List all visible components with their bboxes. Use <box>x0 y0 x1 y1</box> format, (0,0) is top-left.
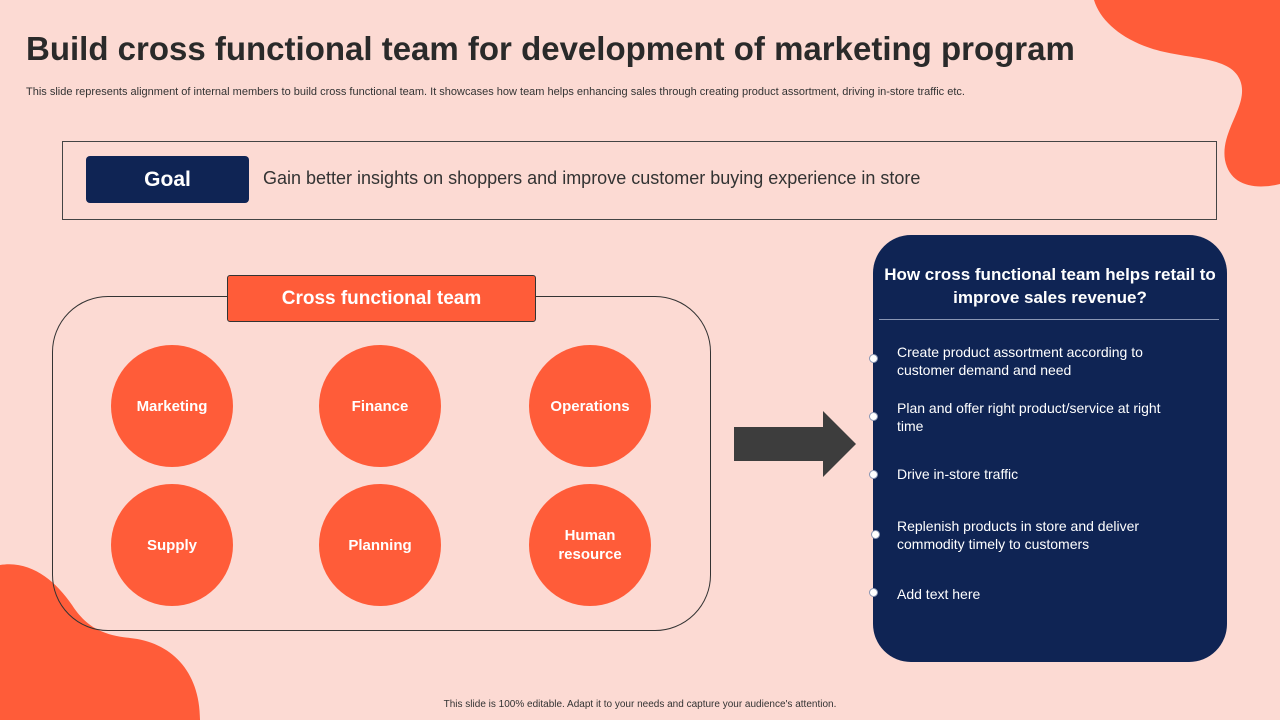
list-item: Add text here <box>897 586 981 602</box>
decorative-blob-top-right <box>1094 0 1280 187</box>
team-header: Cross functional team <box>227 275 536 322</box>
bullet-dot-icon <box>869 412 878 421</box>
goal-box: Goal Gain better insights on shoppers an… <box>62 141 1217 220</box>
list-item: Drive in-store traffic <box>897 466 1019 482</box>
team-member-label: Marketing <box>136 397 208 415</box>
goal-text: Gain better insights on shoppers and imp… <box>263 168 921 188</box>
team-member-operations: Operations <box>529 345 651 467</box>
panel-title: How cross functional team helps retail t… <box>884 265 1216 307</box>
slide-footer: This slide is 100% editable. Adapt it to… <box>443 699 837 710</box>
team-member-label: Human resource <box>558 527 622 563</box>
list-item: Create product assortment according to c… <box>897 344 1143 378</box>
team-member-finance: Finance <box>319 345 441 467</box>
team-member-label: Planning <box>348 536 412 554</box>
bullet-dot-icon <box>869 354 878 363</box>
benefits-panel: How cross functional team helps retail t… <box>873 235 1227 662</box>
list-item: Plan and offer right product/service at … <box>897 400 1161 434</box>
team-member-marketing: Marketing <box>111 345 233 467</box>
team-member-label: Finance <box>351 397 409 415</box>
team-member-planning: Planning <box>319 484 441 606</box>
team-member-label: Supply <box>146 536 197 554</box>
team-member-label: Operations <box>550 397 630 415</box>
slide-subtitle: This slide represents alignment of inter… <box>26 86 965 98</box>
goal-label: Goal <box>86 156 249 203</box>
slide-title: Build cross functional team for developm… <box>26 30 1075 67</box>
bullet-dot-icon <box>869 588 878 597</box>
right-arrow-icon <box>734 411 856 477</box>
list-item: Replenish products in store and deliver … <box>897 518 1140 552</box>
decorative-blob-bottom-left <box>0 564 200 720</box>
team-member-supply: Supply <box>111 484 233 606</box>
bullet-dot-icon <box>871 530 880 539</box>
bullet-dot-icon <box>869 470 878 479</box>
panel-divider <box>879 319 1219 320</box>
team-member-human-resource: Human resource <box>529 484 651 606</box>
